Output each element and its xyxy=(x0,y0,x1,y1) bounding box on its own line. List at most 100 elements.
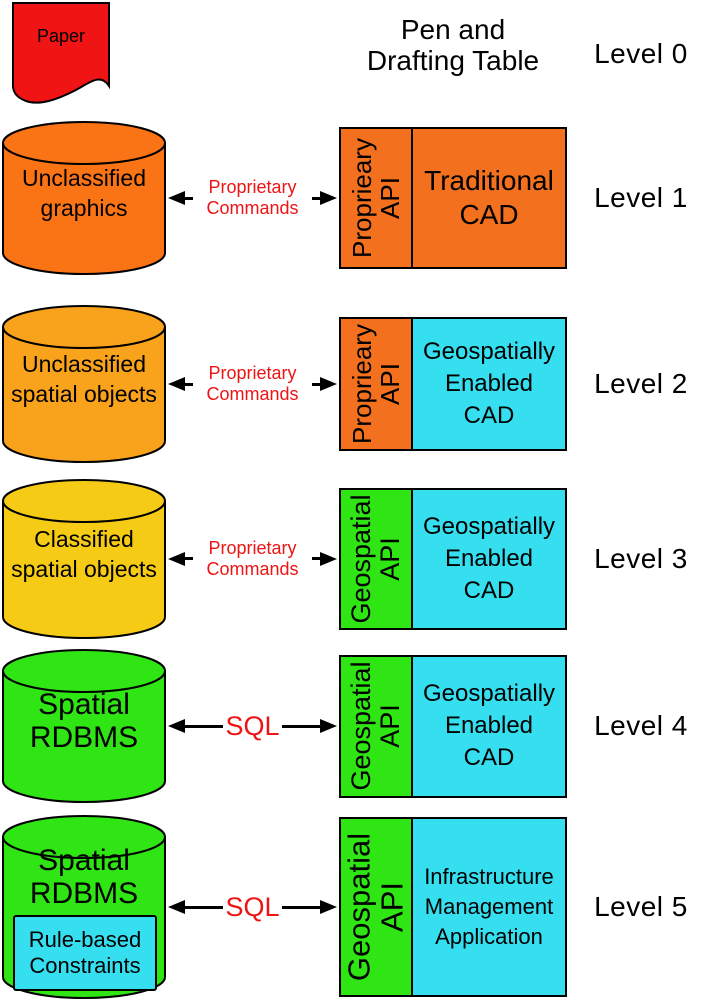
arrow-line xyxy=(185,905,224,909)
system-cell: Geospatial API Geospatially Enabled CAD xyxy=(337,487,569,630)
arrow-line xyxy=(185,557,193,560)
source-cell: Spatial RDBMS Rule-based Constraints xyxy=(0,814,168,1000)
method-label: Pen and Drafting Table xyxy=(366,14,540,76)
link-label: Proprietary Commands xyxy=(206,177,299,218)
link-arrow: Proprietary Commands xyxy=(168,118,337,278)
row-level-1: Unclassified graphics Proprietary Comman… xyxy=(0,118,713,278)
rule-constraints-box: Rule-based Constraints xyxy=(13,915,157,991)
arrow-line xyxy=(312,557,320,560)
system-box: Proprieary API Traditional CAD xyxy=(339,127,567,269)
paper-shape: Paper xyxy=(12,2,110,111)
link-label: Proprietary Commands xyxy=(206,537,299,579)
arrowhead-left-icon xyxy=(168,900,185,914)
arrow-line xyxy=(185,382,193,386)
source-cell: Classified spatial objects xyxy=(0,477,168,640)
source-cell: Unclassified graphics xyxy=(0,118,168,278)
database-cylinder: Unclassified graphics xyxy=(1,120,167,276)
system-box: Geospatial API Infrastructure Management… xyxy=(339,817,567,997)
source-label: Spatial RDBMS xyxy=(29,688,139,754)
row-level-0: Paper Pen and Drafting Table Level 0 xyxy=(0,0,713,110)
row-level-2: Unclassified spatial objects Proprietary… xyxy=(0,300,713,468)
app-label: Geospatially Enabled CAD xyxy=(422,512,556,604)
link-label: SQL xyxy=(225,710,280,741)
source-cell: Spatial RDBMS xyxy=(0,646,168,806)
link-label: SQL xyxy=(225,891,280,922)
arrow-line xyxy=(281,724,320,728)
level-5-label: Level 5 xyxy=(594,891,688,922)
app-label: Infrastructure Management Application xyxy=(424,864,554,949)
source-label: Classified spatial objects xyxy=(11,525,157,582)
app-label: Traditional CAD xyxy=(424,165,554,230)
method-cell: Pen and Drafting Table xyxy=(337,0,569,76)
database-cylinder-icon xyxy=(2,121,166,275)
database-cylinder: Classified spatial objects xyxy=(1,478,167,640)
app-panel: Infrastructure Management Application xyxy=(413,819,565,995)
arrow-line xyxy=(185,724,224,728)
level-4-label: Level 4 xyxy=(594,710,688,741)
api-label: Proprieary API xyxy=(346,138,405,258)
level-0-label: Level 0 xyxy=(594,38,688,69)
source-label: Unclassified graphics xyxy=(22,165,146,221)
source-label: Unclassified spatial objects xyxy=(11,351,157,407)
paper-cell: Paper xyxy=(0,0,168,110)
arrowhead-left-icon xyxy=(168,191,185,205)
system-cell: Geospatial API Geospatially Enabled CAD xyxy=(337,654,569,798)
spacer xyxy=(168,0,337,110)
arrowhead-right-icon xyxy=(320,551,337,566)
paper-document-icon xyxy=(12,2,110,104)
paper-label: Paper xyxy=(36,26,86,46)
arrowhead-right-icon xyxy=(320,191,337,205)
database-cylinder: Spatial RDBMS xyxy=(1,648,167,804)
source-cell: Unclassified spatial objects xyxy=(0,300,168,468)
app-panel: Geospatially Enabled CAD xyxy=(413,489,565,628)
app-panel: Traditional CAD xyxy=(413,129,565,267)
app-panel: Geospatially Enabled CAD xyxy=(413,656,565,796)
api-strip: Geospatial API xyxy=(341,656,413,796)
link-arrow: Proprietary Commands xyxy=(168,300,337,468)
api-strip: Proprieary API xyxy=(341,129,413,267)
database-cylinder-icon xyxy=(2,478,166,639)
system-box: Geospatial API Geospatially Enabled CAD xyxy=(339,654,567,798)
rule-constraints-label: Rule-based Constraints xyxy=(28,927,142,978)
link-arrow: Proprietary Commands xyxy=(168,477,337,640)
api-label: Geospatial API xyxy=(345,493,405,624)
system-cell: Proprieary API Traditional CAD xyxy=(337,127,569,269)
arrow-line xyxy=(281,905,320,909)
row-level-4: Spatial RDBMS SQL Geospatial API Geospat… xyxy=(0,646,713,806)
link-label: Proprietary Commands xyxy=(206,363,299,404)
system-box: Geospatial API Geospatially Enabled CAD xyxy=(339,487,567,630)
app-label: Geospatially Enabled CAD xyxy=(422,338,556,429)
api-strip: Proprieary API xyxy=(341,319,413,449)
row-level-5: Spatial RDBMS Rule-based Constraints SQL… xyxy=(0,814,713,1000)
level-1-label: Level 1 xyxy=(594,182,688,213)
database-cylinder-icon xyxy=(2,649,166,803)
source-label: Spatial RDBMS xyxy=(29,844,139,910)
database-cylinder: Spatial RDBMS Rule-based Constraints xyxy=(1,814,167,1000)
level-2-label: Level 2 xyxy=(594,368,688,399)
api-strip: Geospatial API xyxy=(341,489,413,628)
arrow-line xyxy=(185,196,193,200)
app-label: Geospatially Enabled CAD xyxy=(422,680,556,771)
arrowhead-right-icon xyxy=(320,900,337,914)
system-cell: Geospatial API Infrastructure Management… xyxy=(337,817,569,997)
row-level-3: Classified spatial objects Proprietary C… xyxy=(0,477,713,640)
arrowhead-left-icon xyxy=(168,719,185,733)
arrowhead-left-icon xyxy=(168,551,185,566)
arrow-line xyxy=(312,196,320,200)
database-cylinder-icon xyxy=(2,305,166,463)
level-3-label: Level 3 xyxy=(594,542,688,574)
link-arrow: SQL xyxy=(168,646,337,806)
arrowhead-right-icon xyxy=(320,719,337,733)
system-cell: Proprieary API Geospatially Enabled CAD xyxy=(337,317,569,451)
api-label: Geospatial API xyxy=(345,661,405,791)
api-label: Geospatial API xyxy=(341,832,410,982)
database-cylinder: Unclassified spatial objects xyxy=(1,304,167,464)
arrow-line xyxy=(312,382,320,386)
system-box: Proprieary API Geospatially Enabled CAD xyxy=(339,317,567,451)
app-panel: Geospatially Enabled CAD xyxy=(413,319,565,449)
arrowhead-left-icon xyxy=(168,377,185,391)
api-label: Proprieary API xyxy=(346,324,405,444)
arrowhead-right-icon xyxy=(320,377,337,391)
link-arrow: SQL xyxy=(168,814,337,1000)
api-strip: Geospatial API xyxy=(341,819,413,995)
